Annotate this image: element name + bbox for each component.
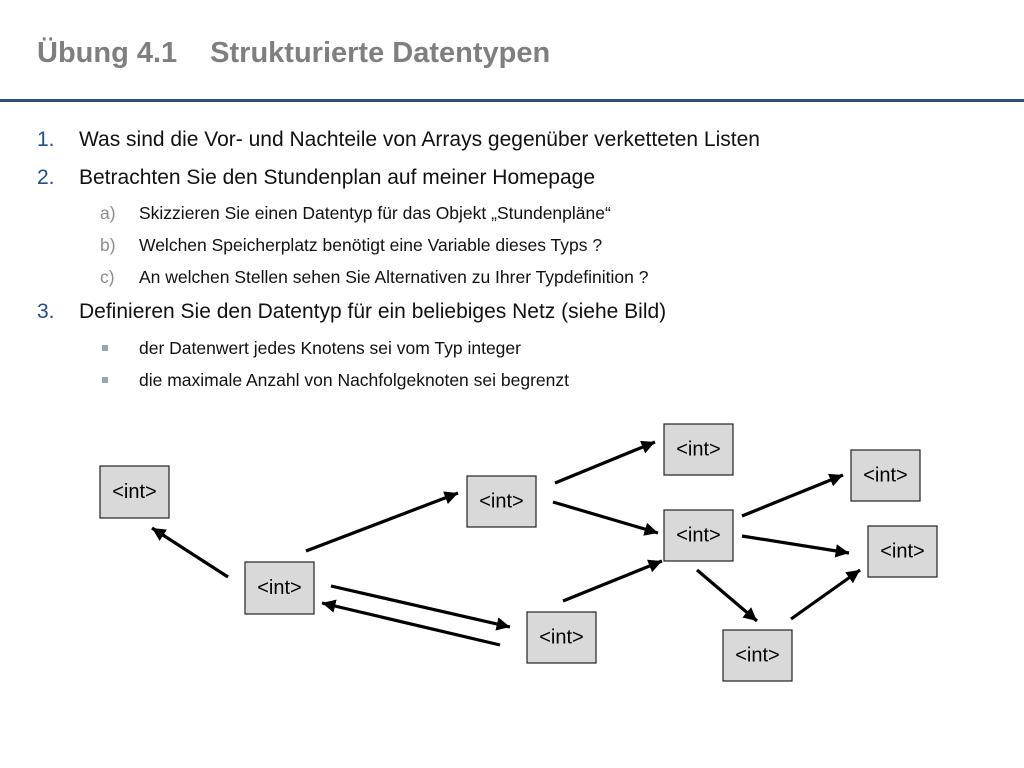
- node-box: [722, 629, 793, 682]
- slide-title: Übung 4.1 Strukturierte Datentypen: [37, 37, 550, 70]
- node-box: [663, 423, 734, 476]
- sub-item-letter: b): [100, 235, 116, 255]
- list-item-text: Definieren Sie den Datentyp für ein beli…: [79, 300, 667, 323]
- node-box: [850, 449, 921, 502]
- node-box: [867, 525, 938, 578]
- node-i: <int>: [722, 629, 793, 682]
- title-number: Übung 4.1: [37, 37, 178, 69]
- node-box: [244, 561, 315, 615]
- node-box: [526, 611, 597, 664]
- list-number: 1.: [37, 128, 55, 151]
- node-label: <int>: [479, 491, 523, 513]
- node-layer: <int> <int> <int> <int> <int> <int> <int> <int>…: [99, 423, 938, 682]
- node-label: <int>: [112, 481, 156, 503]
- node-label: <int>: [735, 645, 779, 667]
- sub-item-letter: c): [100, 267, 115, 287]
- list-item-text: Was sind die Vor- und Nachteile von Arra…: [79, 128, 760, 151]
- edge-f-to-i: [790, 568, 861, 621]
- edge-d-to-b: [321, 599, 501, 647]
- node-d: <int>: [526, 611, 597, 664]
- list-number: 3.: [37, 300, 55, 323]
- edge-d-to-f: [562, 559, 663, 603]
- edge-f-to-g: [741, 473, 844, 518]
- title-text: Strukturierte Datentypen: [210, 37, 551, 69]
- edge-b-to-a: [151, 526, 229, 579]
- edge-i-to-h: [695, 568, 759, 623]
- node-label: <int>: [257, 577, 301, 599]
- edge-b-to-c: [305, 491, 459, 553]
- node-box: [663, 509, 734, 562]
- node-label: <int>: [880, 541, 924, 563]
- node-e: <int>: [663, 423, 734, 476]
- bullet-text: die maximale Anzahl von Nachfolgeknoten …: [139, 370, 569, 390]
- node-label: <int>: [539, 627, 583, 649]
- node-c: <int>: [466, 475, 537, 528]
- node-label: <int>: [676, 525, 720, 547]
- list-number: 2.: [37, 166, 55, 189]
- sub-item-text: Welchen Speicherplatz benötigt eine Vari…: [139, 235, 603, 255]
- node-box: [99, 465, 170, 519]
- node-h: <int>: [867, 525, 938, 578]
- sub-item-text: An welchen Stellen sehen Sie Alternative…: [139, 267, 649, 287]
- square-bullet-icon: [102, 377, 108, 383]
- edge-c-to-f: [552, 500, 659, 536]
- node-f: <int>: [663, 509, 734, 562]
- edge-layer: [151, 440, 861, 647]
- square-bullet-icon: [102, 345, 108, 351]
- sub-item-text: Skizzieren Sie einen Datentyp für das Ob…: [139, 203, 611, 223]
- node-box: [466, 475, 537, 528]
- title-divider: [0, 99, 1024, 102]
- node-label: <int>: [676, 439, 720, 461]
- node-label: <int>: [863, 465, 907, 487]
- node-g: <int>: [850, 449, 921, 502]
- bullet-text: der Datenwert jedes Knotens sei vom Typ …: [139, 338, 521, 358]
- node-a: <int>: [99, 465, 170, 519]
- edge-b-to-d: [330, 584, 511, 631]
- sub-item-letter: a): [100, 203, 116, 223]
- node-b: <int>: [244, 561, 315, 615]
- edge-c-to-e: [554, 440, 656, 485]
- edge-f-to-h: [741, 534, 850, 558]
- list-item-text: Betrachten Sie den Stundenplan auf meine…: [79, 166, 596, 189]
